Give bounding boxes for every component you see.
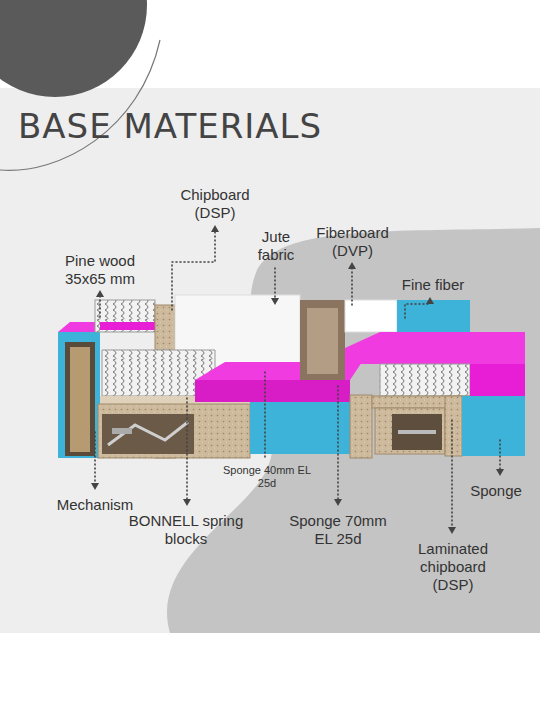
pine-frame [65, 342, 95, 456]
arrowhead [426, 297, 434, 304]
mechanism-cavity [102, 414, 194, 454]
drawer-rail [398, 430, 436, 434]
leader-line [351, 268, 353, 305]
right-top [345, 332, 525, 364]
seat-front [195, 380, 350, 402]
leader-line [337, 386, 339, 502]
mechanism-plate [112, 428, 132, 434]
back-sponge [397, 300, 470, 334]
base-chipboard [98, 404, 250, 458]
arrowhead [211, 225, 219, 232]
part-label: Sponge 40mm EL 25d [222, 464, 312, 490]
part-label: Jute fabric [246, 228, 306, 264]
leader-line [94, 432, 96, 484]
part-label: Fine fiber [392, 276, 474, 294]
armrest-sponge [58, 332, 100, 458]
part-label: Sponge [462, 482, 530, 500]
drawer-cavity [392, 414, 442, 450]
drawer-frame [375, 408, 445, 454]
page-title: BASE MATERIALS [18, 106, 322, 146]
part-label: BONNELL spring blocks [128, 512, 244, 548]
back-strip [100, 322, 160, 330]
leader-line [274, 268, 276, 300]
arrowhead [496, 469, 504, 476]
arrowhead [348, 262, 356, 269]
arrowhead [271, 298, 279, 305]
fiberboard [300, 300, 345, 380]
right-arm-top [470, 364, 525, 396]
part-label: Laminated chipboard (DSP) [400, 540, 506, 594]
panel-ground [0, 88, 540, 633]
leader-line [499, 440, 501, 470]
part-label: Fiberboard (DVP) [300, 224, 405, 260]
fiberboard-inner [307, 308, 338, 374]
outline-arc [0, 40, 160, 170]
right-sponge [462, 396, 525, 456]
part-label: Pine wood 35x65 mm [52, 252, 148, 288]
pine-wood [70, 347, 90, 452]
leader-line [405, 302, 430, 318]
arrowhead [96, 290, 104, 297]
leader-line [264, 372, 266, 458]
laminated-chipboard [445, 396, 462, 456]
leader-line [186, 398, 188, 502]
part-label: Chipboard (DSP) [163, 186, 267, 222]
leader-line [99, 296, 101, 318]
leader-line [172, 232, 215, 310]
part-label: Mechanism [40, 496, 150, 514]
part-label: Sponge 70mm EL 25d [282, 512, 394, 548]
mechanism-arm [108, 422, 188, 445]
arrowhead [448, 527, 456, 534]
arrowhead [183, 499, 191, 506]
dark-circle [0, 0, 147, 97]
right-springs [380, 364, 470, 396]
arrowhead [91, 483, 99, 490]
mid-chipboard [350, 395, 372, 458]
arrowhead [334, 499, 342, 506]
leader-line [451, 420, 453, 528]
